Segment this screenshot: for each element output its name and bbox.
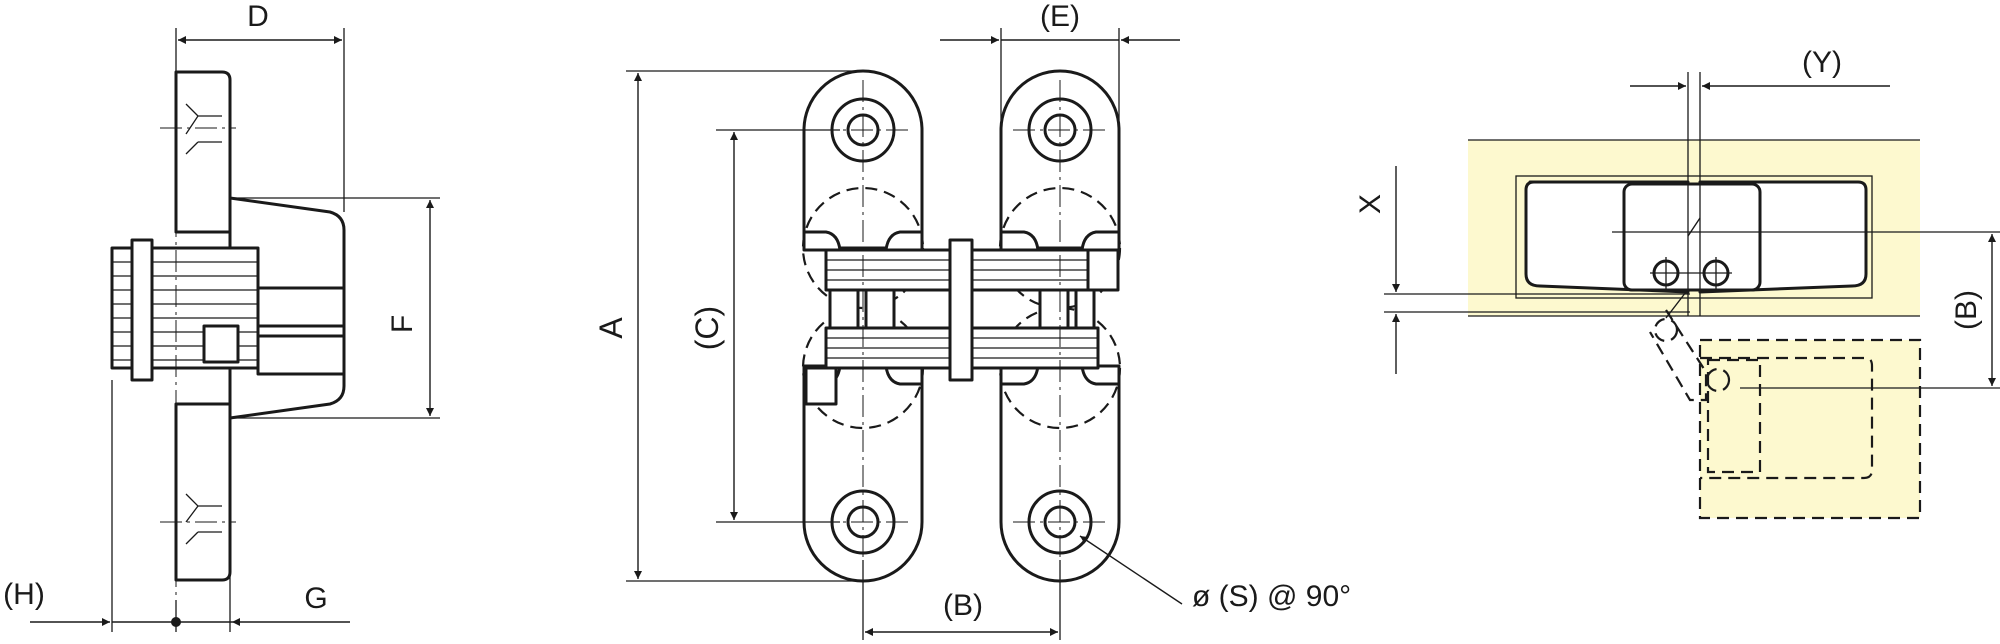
label-S: ø (S) @ 90° [1192,580,1351,613]
label-X: X [1354,194,1387,214]
label-H: (H) [3,578,45,611]
label-B-right: (B) [1950,290,1983,330]
label-E: (E) [1040,0,1080,33]
label-F: F [386,315,419,333]
lower-panel-zone [1700,340,1920,518]
front-view: A (C) (E) (B) ø (S) @ 90° [593,0,1351,640]
label-B-bottom: (B) [943,589,983,622]
label-D: D [247,0,269,33]
label-A: A [593,317,629,339]
label-Y: (Y) [1802,46,1842,79]
label-C: (C) [689,306,725,350]
side-view: D F (H) G [3,0,440,632]
label-G: G [304,582,327,615]
installation-view: (Y) X (B) [1354,46,2000,520]
